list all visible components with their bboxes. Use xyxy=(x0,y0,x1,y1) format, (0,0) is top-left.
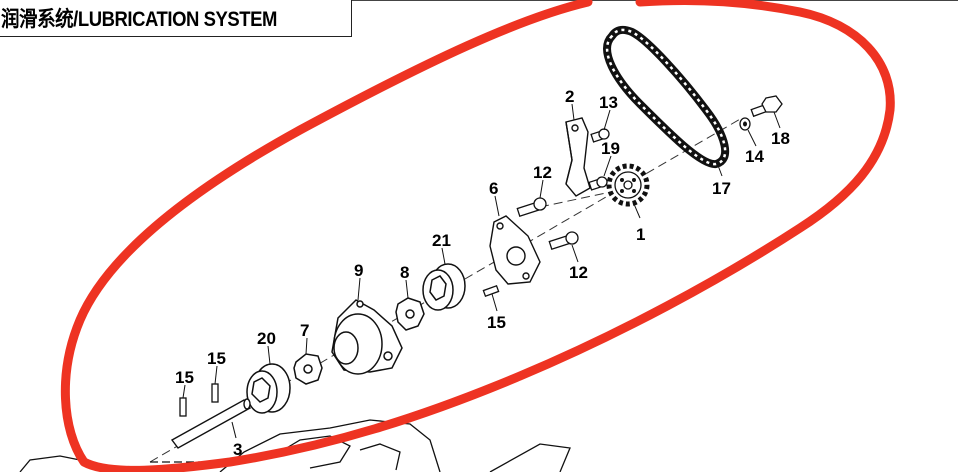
bolt-13-part xyxy=(590,128,610,143)
leader-lines xyxy=(182,103,781,439)
callout-15-mid: 15 xyxy=(487,313,506,332)
callout-19: 19 xyxy=(601,139,620,158)
pump-body-9-part xyxy=(331,299,403,375)
outer-rotor-21-part xyxy=(422,263,466,311)
callout-12-lower: 12 xyxy=(569,263,588,282)
bolt-18-part xyxy=(750,95,783,118)
sprocket-1-part xyxy=(606,163,650,207)
bolt-12-upper-part xyxy=(516,197,547,218)
callout-2: 2 xyxy=(565,87,574,106)
pin-15-center-part xyxy=(211,383,219,403)
callout-13: 13 xyxy=(599,93,618,112)
inner-rotor-7-part xyxy=(293,353,323,385)
bolt-19-part xyxy=(588,176,608,191)
callout-1: 1 xyxy=(636,225,645,244)
pump-shaft-3-part xyxy=(170,398,252,449)
red-annotation-ring xyxy=(60,0,895,472)
pump-cover-6-part xyxy=(489,215,541,285)
pin-15-left-part xyxy=(179,397,187,417)
callout-6: 6 xyxy=(489,179,498,198)
callout-3: 3 xyxy=(233,440,242,459)
callout-21: 21 xyxy=(432,231,451,250)
cam-chain-part xyxy=(603,25,729,168)
inner-rotor-8-part xyxy=(395,297,425,331)
chain-guide-2-part xyxy=(565,117,591,197)
callout-18: 18 xyxy=(771,129,790,148)
callout-labels: 2 13 19 12 6 1 17 14 18 21 12 9 8 15 7 2… xyxy=(175,87,790,459)
washer-14-part xyxy=(739,117,751,131)
callout-12-upper: 12 xyxy=(533,163,552,182)
outer-rotor-20-part xyxy=(246,363,291,414)
callout-8: 8 xyxy=(400,263,409,282)
callout-17: 17 xyxy=(712,179,731,198)
callout-20: 20 xyxy=(257,329,276,348)
callout-15-center: 15 xyxy=(207,349,226,368)
bolt-12-lower-part xyxy=(548,231,579,251)
callout-14: 14 xyxy=(745,147,764,166)
diagram-title-box: 润滑系统/LUBRICATION SYSTEM xyxy=(0,0,352,37)
callout-15-left: 15 xyxy=(175,368,194,387)
callout-9: 9 xyxy=(354,261,363,280)
callout-7: 7 xyxy=(300,321,309,340)
dowel-pin-15-mid-part xyxy=(482,284,500,298)
diagram-title: 润滑系统/LUBRICATION SYSTEM xyxy=(1,8,277,31)
